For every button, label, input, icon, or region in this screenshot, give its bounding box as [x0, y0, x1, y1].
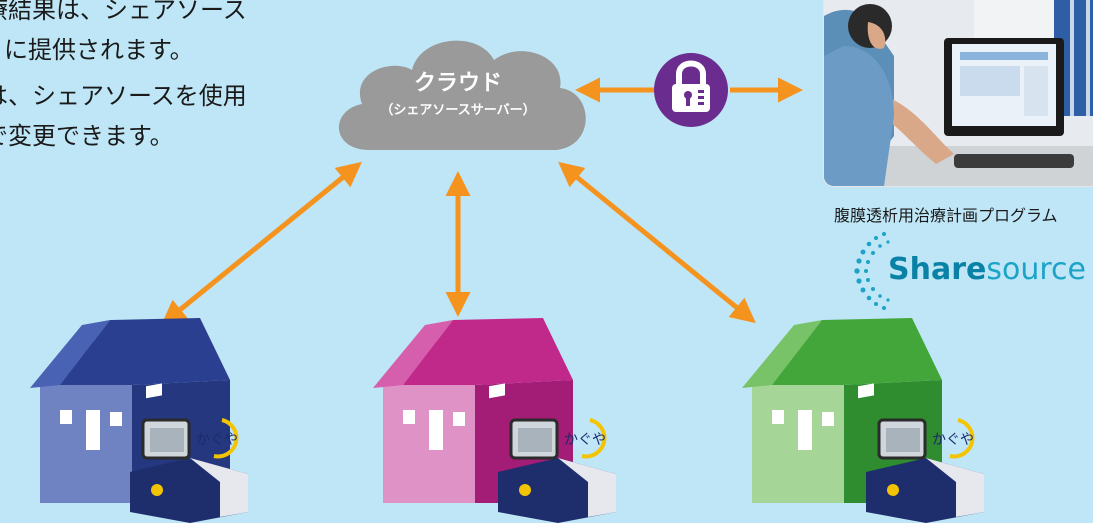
dialysis-machine-icon: かぐや — [130, 418, 248, 523]
cloud-subtitle: （シェアソースサーバー） — [380, 102, 535, 118]
logo-source-text: source — [986, 252, 1086, 287]
intro-line-1: 治療結果は、シェアソース — [0, 0, 247, 24]
dialysis-machine-icon: かぐや — [498, 418, 616, 523]
cloud-title: クラウド — [414, 71, 502, 96]
dialysis-machine-icon: かぐや — [866, 418, 984, 523]
device-label: かぐや — [564, 432, 606, 448]
clinic-caption: 腹膜透析用治療計画プログラム — [834, 206, 1058, 225]
house-icon — [742, 318, 942, 503]
lock-icon — [654, 53, 728, 127]
arrow-cloud-house-1 — [161, 161, 362, 326]
intro-line-3: 定は、シェアソースを使用 — [0, 82, 247, 110]
device-label: かぐや — [196, 432, 238, 448]
logo-share-text: Share — [888, 252, 987, 287]
arrow-cloud-house-3 — [558, 161, 756, 324]
intro-line-4: 隔で変更できます。 — [0, 122, 174, 150]
cloud-icon: クラウド （シェアソースサーバー） — [338, 40, 586, 150]
device-label: かぐや — [932, 432, 974, 448]
clinic-photo — [824, 0, 1093, 186]
intro-line-2: に提供されます。 — [4, 36, 194, 64]
logo-dots-icon — [854, 232, 890, 310]
sharesource-logo: Sharesource — [852, 228, 1092, 316]
